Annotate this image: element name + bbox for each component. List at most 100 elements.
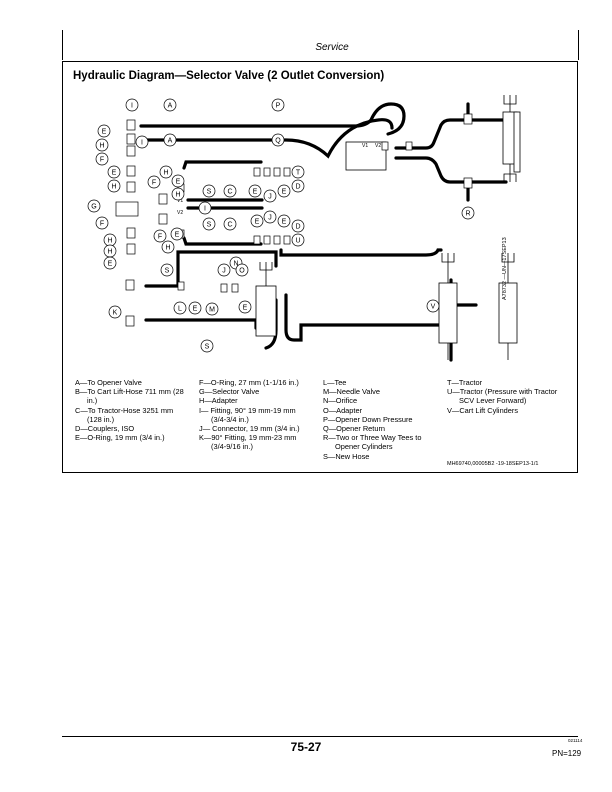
valve-port-v1-small: V1 <box>177 198 183 204</box>
callout-e: E <box>97 124 111 138</box>
svg-text:H: H <box>99 143 104 150</box>
legend-item: H—Adapter <box>199 396 238 406</box>
svg-text:R: R <box>465 211 470 218</box>
svg-text:P: P <box>276 103 281 110</box>
svg-text:D: D <box>295 224 300 231</box>
legend-column-4: T—Tractor U—Tractor (Pressure with Tract… <box>447 378 557 415</box>
pn-label: PN=129 <box>552 749 582 758</box>
svg-text:F: F <box>100 221 104 228</box>
valve-port-v1: V1 <box>362 143 368 149</box>
svg-text:E: E <box>102 129 107 136</box>
svg-text:F: F <box>100 157 104 164</box>
legend-item: Opener Cylinders <box>335 442 393 452</box>
svg-text:E: E <box>193 306 198 313</box>
callout-f4: F <box>153 229 167 243</box>
callout-e11: E <box>238 300 252 314</box>
section-header: Service <box>315 42 349 53</box>
svg-text:J: J <box>222 268 226 275</box>
page-number: 75-27 <box>290 740 322 754</box>
svg-text:I: I <box>141 140 143 147</box>
footer-rule <box>62 736 578 737</box>
left-rule <box>62 30 63 60</box>
callout-e10: E <box>188 301 202 315</box>
callout-i2: I <box>135 135 149 149</box>
svg-text:E: E <box>255 219 260 226</box>
hydraulic-diagram: V1 V2 V1 V2 I A P E A Q H I F E H H F E … <box>87 95 521 362</box>
svg-text:K: K <box>113 310 118 317</box>
svg-text:T: T <box>296 170 301 177</box>
callout-s: S <box>202 184 216 198</box>
svg-text:S: S <box>207 189 212 196</box>
svg-text:N: N <box>233 261 238 268</box>
svg-text:J: J <box>268 215 272 222</box>
callout-s3: S <box>160 263 174 277</box>
svg-text:H: H <box>165 245 170 252</box>
figure-frame <box>62 61 578 473</box>
callout-e7: E <box>277 214 291 228</box>
callout-e8: E <box>170 227 184 241</box>
svg-text:C: C <box>227 222 232 229</box>
svg-text:Q: Q <box>275 138 281 145</box>
svg-text:E: E <box>176 179 181 186</box>
legend-item: S—New Hose <box>323 451 370 461</box>
legend-item: D—Couplers, ISO <box>75 424 135 434</box>
callout-r: R <box>461 206 475 220</box>
legend-item: in.) <box>87 396 98 406</box>
legend-item: B—To Cart Lift-Hose 711 mm (28 <box>75 387 184 397</box>
callout-g: G <box>87 199 101 213</box>
callout-e3: E <box>171 174 185 188</box>
svg-text:I: I <box>204 206 206 213</box>
callout-i3: I <box>198 201 212 215</box>
svg-text:E: E <box>243 305 248 312</box>
callout-i: I <box>125 98 139 112</box>
legend-item: O—Adapter <box>323 405 363 415</box>
callout-q: Q <box>271 133 285 147</box>
legend-item: E—O-Ring, 19 mm (3/4 in.) <box>75 433 165 443</box>
svg-text:G: G <box>91 204 96 211</box>
callout-j: J <box>263 189 277 203</box>
legend-item: F—O-Ring, 27 mm (1-1/16 in.) <box>199 378 299 387</box>
svg-text:I: I <box>131 103 133 110</box>
callout-j2: J <box>263 210 277 224</box>
svg-text:D: D <box>295 184 300 191</box>
valve-port-v2: V2 <box>375 143 381 149</box>
svg-text:E: E <box>112 170 117 177</box>
legend-item: R—Two or Three Way Tees to <box>323 433 422 443</box>
legend-column-2: F—O-Ring, 27 mm (1-1/16 in.) G—Selector … <box>199 378 300 452</box>
svg-text:V: V <box>431 304 436 311</box>
callout-e6: E <box>250 214 264 228</box>
callouts: I A P E A Q H I F E H H F E H S C T D E … <box>87 98 475 353</box>
callout-u: U <box>291 233 305 247</box>
svg-text:E: E <box>175 232 180 239</box>
callout-a: A <box>163 98 177 112</box>
legend-item: U—Tractor (Pressure with Tractor <box>447 387 558 397</box>
legend-item: V—Cart Lift Cylinders <box>447 405 519 415</box>
figure-title: Hydraulic Diagram—Selector Valve (2 Outl… <box>73 70 385 82</box>
callout-h7: H <box>103 244 117 258</box>
callout-e9: E <box>103 256 117 270</box>
svg-text:H: H <box>175 192 180 199</box>
legend-item: (3/4-3/4 in.) <box>211 414 249 424</box>
callout-s4: S <box>200 339 214 353</box>
svg-text:H: H <box>107 238 112 245</box>
legend-item: J— Connector, 19 mm (3/4 in.) <box>199 424 300 434</box>
callout-c: C <box>223 184 237 198</box>
legend-item: Q—Opener Return <box>323 424 386 434</box>
legend-item: P—Opener Down Pressure <box>323 414 413 424</box>
callout-e2: E <box>107 165 121 179</box>
svg-text:M: M <box>209 307 215 314</box>
svg-text:A: A <box>168 103 173 110</box>
callout-v: V <box>426 299 440 313</box>
legend-item: C—To Tractor-Hose 3251 mm <box>75 405 174 415</box>
figure-side-reference: A78732 —UN—17SEP13 <box>502 237 508 300</box>
callout-h5: H <box>103 233 117 247</box>
callout-l: L <box>173 301 187 315</box>
svg-text:E: E <box>253 189 258 196</box>
valve-port-v2-small: V2 <box>177 210 183 216</box>
callout-k: K <box>108 305 122 319</box>
callout-m: M <box>205 302 219 316</box>
svg-text:F: F <box>152 180 156 187</box>
callout-e4: E <box>248 184 262 198</box>
callout-e5: E <box>277 184 291 198</box>
svg-text:S: S <box>165 268 170 275</box>
